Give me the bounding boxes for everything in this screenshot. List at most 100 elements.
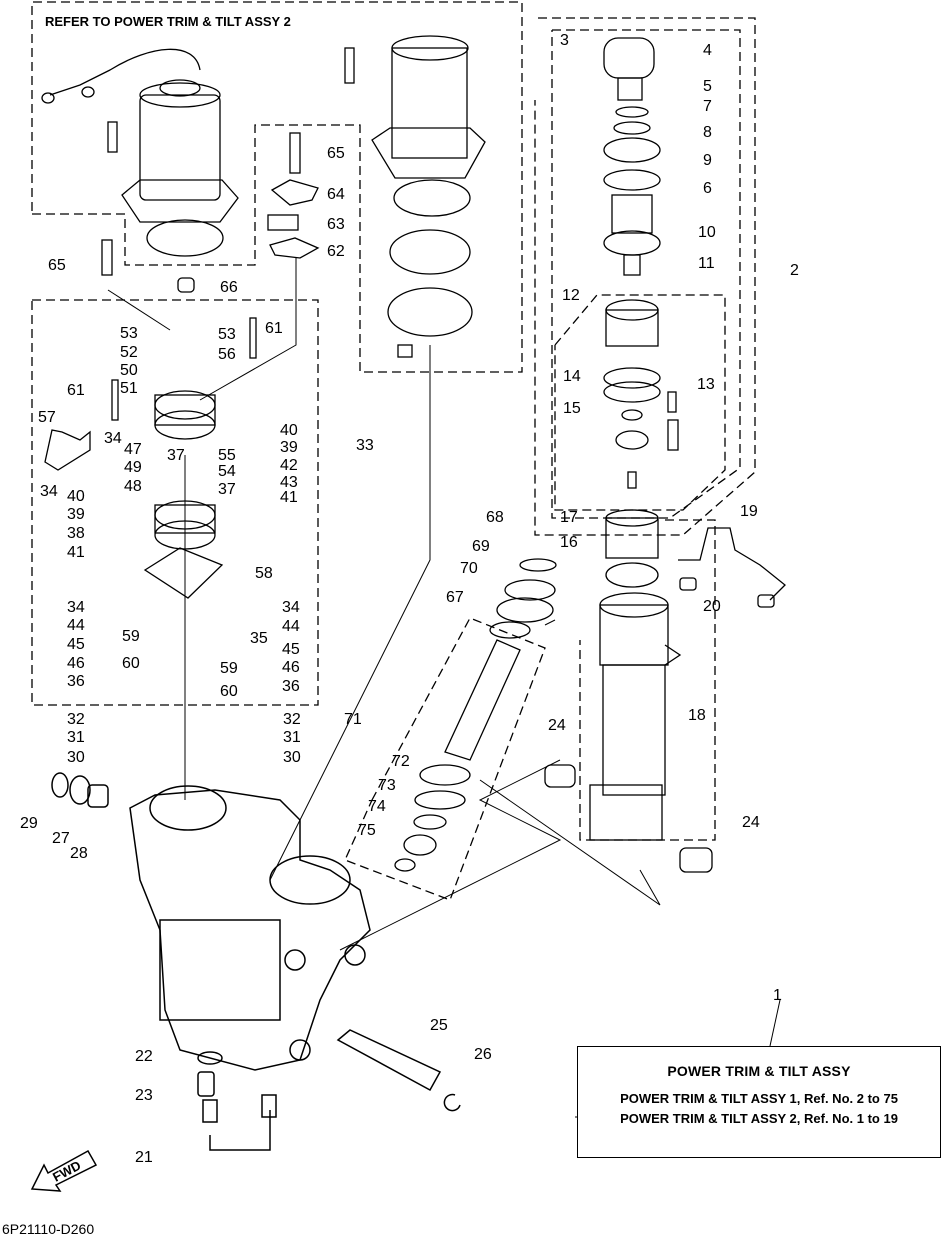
callout: 73 — [378, 777, 396, 794]
callout: 16 — [560, 534, 578, 551]
callout: 60 — [122, 655, 140, 672]
callout: 1 — [773, 987, 782, 1004]
callout: 43 — [280, 474, 298, 491]
callout: 45 — [282, 641, 300, 658]
callout: 30 — [283, 749, 301, 766]
callout: 28 — [70, 845, 88, 862]
callout: 25 — [430, 1017, 448, 1034]
group-boundaries — [31, 1, 756, 901]
callout: 32 — [67, 711, 85, 728]
callout: 34 — [104, 430, 122, 447]
callout-numbers: 4 5 7 8 9 6 10 11 2 3 12 13 14 15 16 17 … — [20, 32, 799, 1166]
callout: 19 — [740, 503, 758, 520]
callout: 53 — [120, 325, 138, 342]
callout: 71 — [344, 711, 362, 728]
callout: 72 — [392, 753, 410, 770]
assy-legend: POWER TRIM & TILT ASSY POWER TRIM & TILT… — [577, 1046, 941, 1158]
diagram-code: 6P21110-D260 — [2, 1221, 95, 1237]
callout: 48 — [124, 478, 142, 495]
callout: 37 — [218, 481, 236, 498]
callout: 44 — [282, 618, 300, 635]
callout: 2 — [790, 262, 799, 279]
callout: 70 — [460, 560, 478, 577]
callout: 64 — [327, 186, 345, 203]
callout: 12 — [562, 287, 580, 304]
callout: 34 — [40, 483, 58, 500]
callout: 8 — [703, 124, 712, 141]
callout: 34 — [67, 599, 85, 616]
callout: 14 — [563, 368, 581, 385]
callout: 41 — [280, 489, 298, 506]
callout: 22 — [135, 1048, 153, 1065]
callout: 27 — [52, 830, 70, 847]
callout: 20 — [703, 598, 721, 615]
callout: 18 — [688, 707, 706, 724]
callout: 56 — [218, 346, 236, 363]
callout: 69 — [472, 538, 490, 555]
callout: 37 — [167, 447, 185, 464]
trim-rod — [394, 558, 557, 872]
callout: 67 — [446, 589, 464, 606]
callout: 31 — [283, 729, 301, 746]
leader-lines — [107, 258, 781, 1118]
callout: 63 — [327, 216, 345, 233]
callout: 68 — [486, 509, 504, 526]
callout: 40 — [67, 488, 85, 505]
callout: 40 — [280, 422, 298, 439]
callout: 38 — [67, 525, 85, 542]
callout: 44 — [67, 617, 85, 634]
callout: 33 — [356, 437, 374, 454]
callout: 39 — [280, 439, 298, 456]
callout: 6 — [703, 180, 712, 197]
pump-parts — [44, 132, 320, 599]
callout: 53 — [218, 326, 236, 343]
callout: 42 — [280, 457, 298, 474]
cylinder-parts — [544, 37, 786, 873]
callout: 5 — [703, 78, 712, 95]
callout: 24 — [742, 814, 760, 831]
callout: 26 — [474, 1046, 492, 1063]
callout: 30 — [67, 749, 85, 766]
legend-title: POWER TRIM & TILT ASSY — [667, 1063, 851, 1079]
callout: 15 — [563, 400, 581, 417]
callout: 50 — [120, 362, 138, 379]
callout: 39 — [67, 506, 85, 523]
callout: 75 — [358, 822, 376, 839]
legend-line-2: POWER TRIM & TILT ASSY 2, Ref. No. 1 to … — [620, 1111, 898, 1126]
callout: 7 — [703, 98, 712, 115]
callout: 35 — [250, 630, 268, 647]
callout: 23 — [135, 1087, 153, 1104]
callout: 9 — [703, 152, 712, 169]
callout: 34 — [282, 599, 300, 616]
callout: 36 — [282, 678, 300, 695]
callout: 58 — [255, 565, 273, 582]
callout: 62 — [327, 243, 345, 260]
callout: 60 — [220, 683, 238, 700]
callout: 54 — [218, 463, 236, 480]
legend-line-1: POWER TRIM & TILT ASSY 1, Ref. No. 2 to … — [620, 1091, 898, 1106]
callout: 13 — [697, 376, 715, 393]
callout: 17 — [560, 509, 578, 526]
bracket-body — [51, 772, 461, 1151]
callout: 21 — [135, 1149, 153, 1166]
callout: 51 — [120, 380, 138, 397]
callout: 29 — [20, 815, 38, 832]
callout: 11 — [698, 255, 715, 272]
callout: 32 — [283, 711, 301, 728]
callout: 74 — [368, 798, 386, 815]
callout: 59 — [220, 660, 238, 677]
header-note: REFER TO POWER TRIM & TILT ASSY 2 — [45, 14, 291, 29]
reservoir — [344, 35, 486, 358]
callout: 65 — [48, 257, 66, 274]
tilt-motor — [41, 48, 239, 257]
callout: 55 — [218, 447, 236, 464]
callout: 61 — [265, 320, 283, 337]
callout: 61 — [67, 382, 85, 399]
callout: 52 — [120, 344, 138, 361]
callout: 10 — [698, 224, 716, 241]
callout: 24 — [548, 717, 566, 734]
callout: 47 — [124, 441, 142, 458]
callout: 36 — [67, 673, 85, 690]
callout: 45 — [67, 636, 85, 653]
